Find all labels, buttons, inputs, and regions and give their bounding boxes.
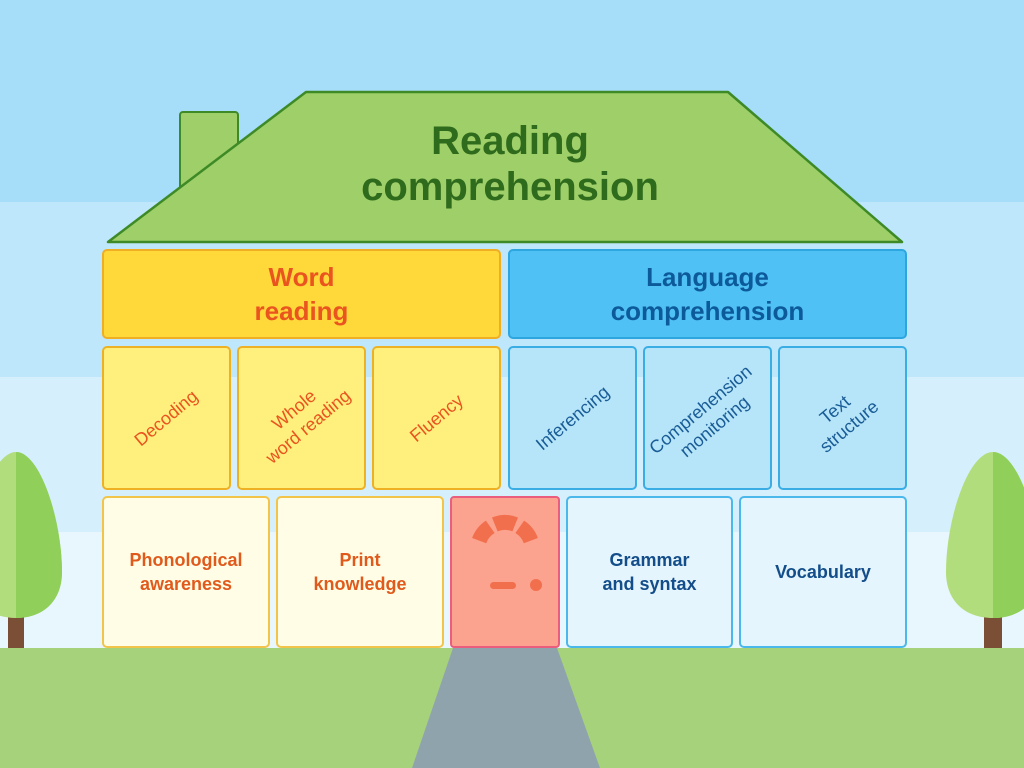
tile-label: Fluency xyxy=(405,390,468,446)
tile-fluency: Fluency xyxy=(372,346,501,490)
tile-label: Decoding xyxy=(130,385,203,451)
tree-left xyxy=(0,452,62,648)
tile-label: Inferencing xyxy=(531,381,614,455)
foundation-grammar-and-syntax: Grammar and syntax xyxy=(566,496,733,648)
tile-text-structure: Text structure xyxy=(778,346,907,490)
tile-inferencing: Inferencing xyxy=(508,346,637,490)
door xyxy=(450,496,560,648)
language-comprehension-heading-label: Language comprehension xyxy=(610,262,805,326)
tree-right xyxy=(946,452,1024,648)
roof xyxy=(106,90,904,244)
tile-decoding: Decoding xyxy=(102,346,231,490)
roof-title: Reading comprehension xyxy=(361,119,659,209)
tile-label: Whole word reading xyxy=(262,385,355,468)
door-letter-slot xyxy=(490,582,516,589)
foundation-print-knowledge: Print knowledge xyxy=(276,496,444,648)
foundation-label: Phonological awareness xyxy=(129,550,243,594)
door-window xyxy=(472,514,542,591)
language-comprehension-heading: Language comprehension xyxy=(508,249,907,339)
foundation-vocabulary: Vocabulary xyxy=(739,496,907,648)
tile-comprehension-monitoring: Comprehension monitoring xyxy=(643,346,772,490)
tile-label: Text structure xyxy=(816,391,883,457)
tile-label: Comprehension monitoring xyxy=(645,361,756,462)
foundation-label: Print knowledge xyxy=(313,550,407,594)
foundation-label: Grammar and syntax xyxy=(602,550,697,594)
foundation-phonological-awareness: Phonological awareness xyxy=(102,496,270,648)
word-reading-heading-label: Word reading xyxy=(254,262,349,326)
tile-whole-word-reading: Whole word reading xyxy=(237,346,366,490)
foundation-label: Vocabulary xyxy=(775,562,871,582)
door-knob xyxy=(530,579,542,591)
word-reading-heading: Word reading xyxy=(102,249,501,339)
